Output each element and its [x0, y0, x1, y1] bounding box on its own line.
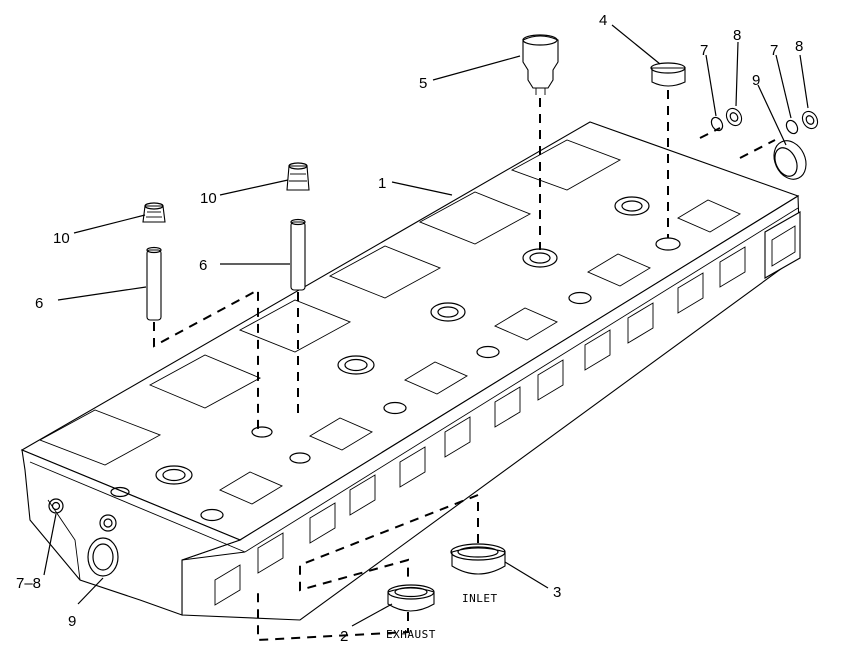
oring-plug-pair-2	[785, 110, 819, 135]
valve-guide-part-6a	[146, 246, 162, 321]
callout-7-left: 7	[700, 42, 708, 59]
rocker-pockets	[38, 139, 741, 505]
callout-8-right: 8	[795, 38, 803, 55]
callout-7-8: 7–8	[16, 575, 41, 592]
inlet-seat-part-3	[450, 543, 506, 575]
assembly-lines	[153, 90, 776, 642]
callout-2: 2	[340, 628, 348, 645]
callout-7-right: 7	[770, 42, 778, 59]
callout-3: 3	[553, 584, 561, 601]
callout-6-right: 6	[199, 257, 207, 274]
callout-10-left: 10	[53, 230, 70, 247]
injector-sleeve-part-5	[522, 34, 559, 95]
seat-ring-part-4	[650, 62, 686, 87]
captions: INLET EXHAUST	[386, 592, 498, 641]
callout-1: 1	[378, 175, 386, 192]
exhaust-seat-part-2	[387, 584, 435, 612]
cup-plug-part-9	[773, 140, 807, 180]
oring-plug-pair-1	[710, 107, 743, 132]
leader-lines	[43, 24, 809, 627]
callout-10-right: 10	[200, 190, 217, 207]
valve-guide-part-6b	[290, 218, 306, 291]
callout-6-left: 6	[35, 295, 43, 312]
side-ports	[214, 246, 746, 606]
callout-4: 4	[599, 12, 607, 29]
callout-8-left: 8	[733, 27, 741, 44]
valve-seal-part-10b	[286, 162, 310, 191]
valve-seal-part-10a	[142, 202, 166, 223]
callout-9-bottom: 9	[68, 613, 76, 630]
callout-labels: 1 2 3 4 5 6 6 7 7 8 8 9 9 10 10 7–8	[16, 12, 803, 645]
callout-5: 5	[419, 75, 427, 92]
inlet-caption: INLET	[462, 592, 498, 605]
cylinder-head	[20, 121, 801, 621]
end-face-plugs	[48, 498, 119, 577]
exhaust-caption: EXHAUST	[386, 628, 436, 641]
callout-9-top: 9	[752, 72, 760, 89]
